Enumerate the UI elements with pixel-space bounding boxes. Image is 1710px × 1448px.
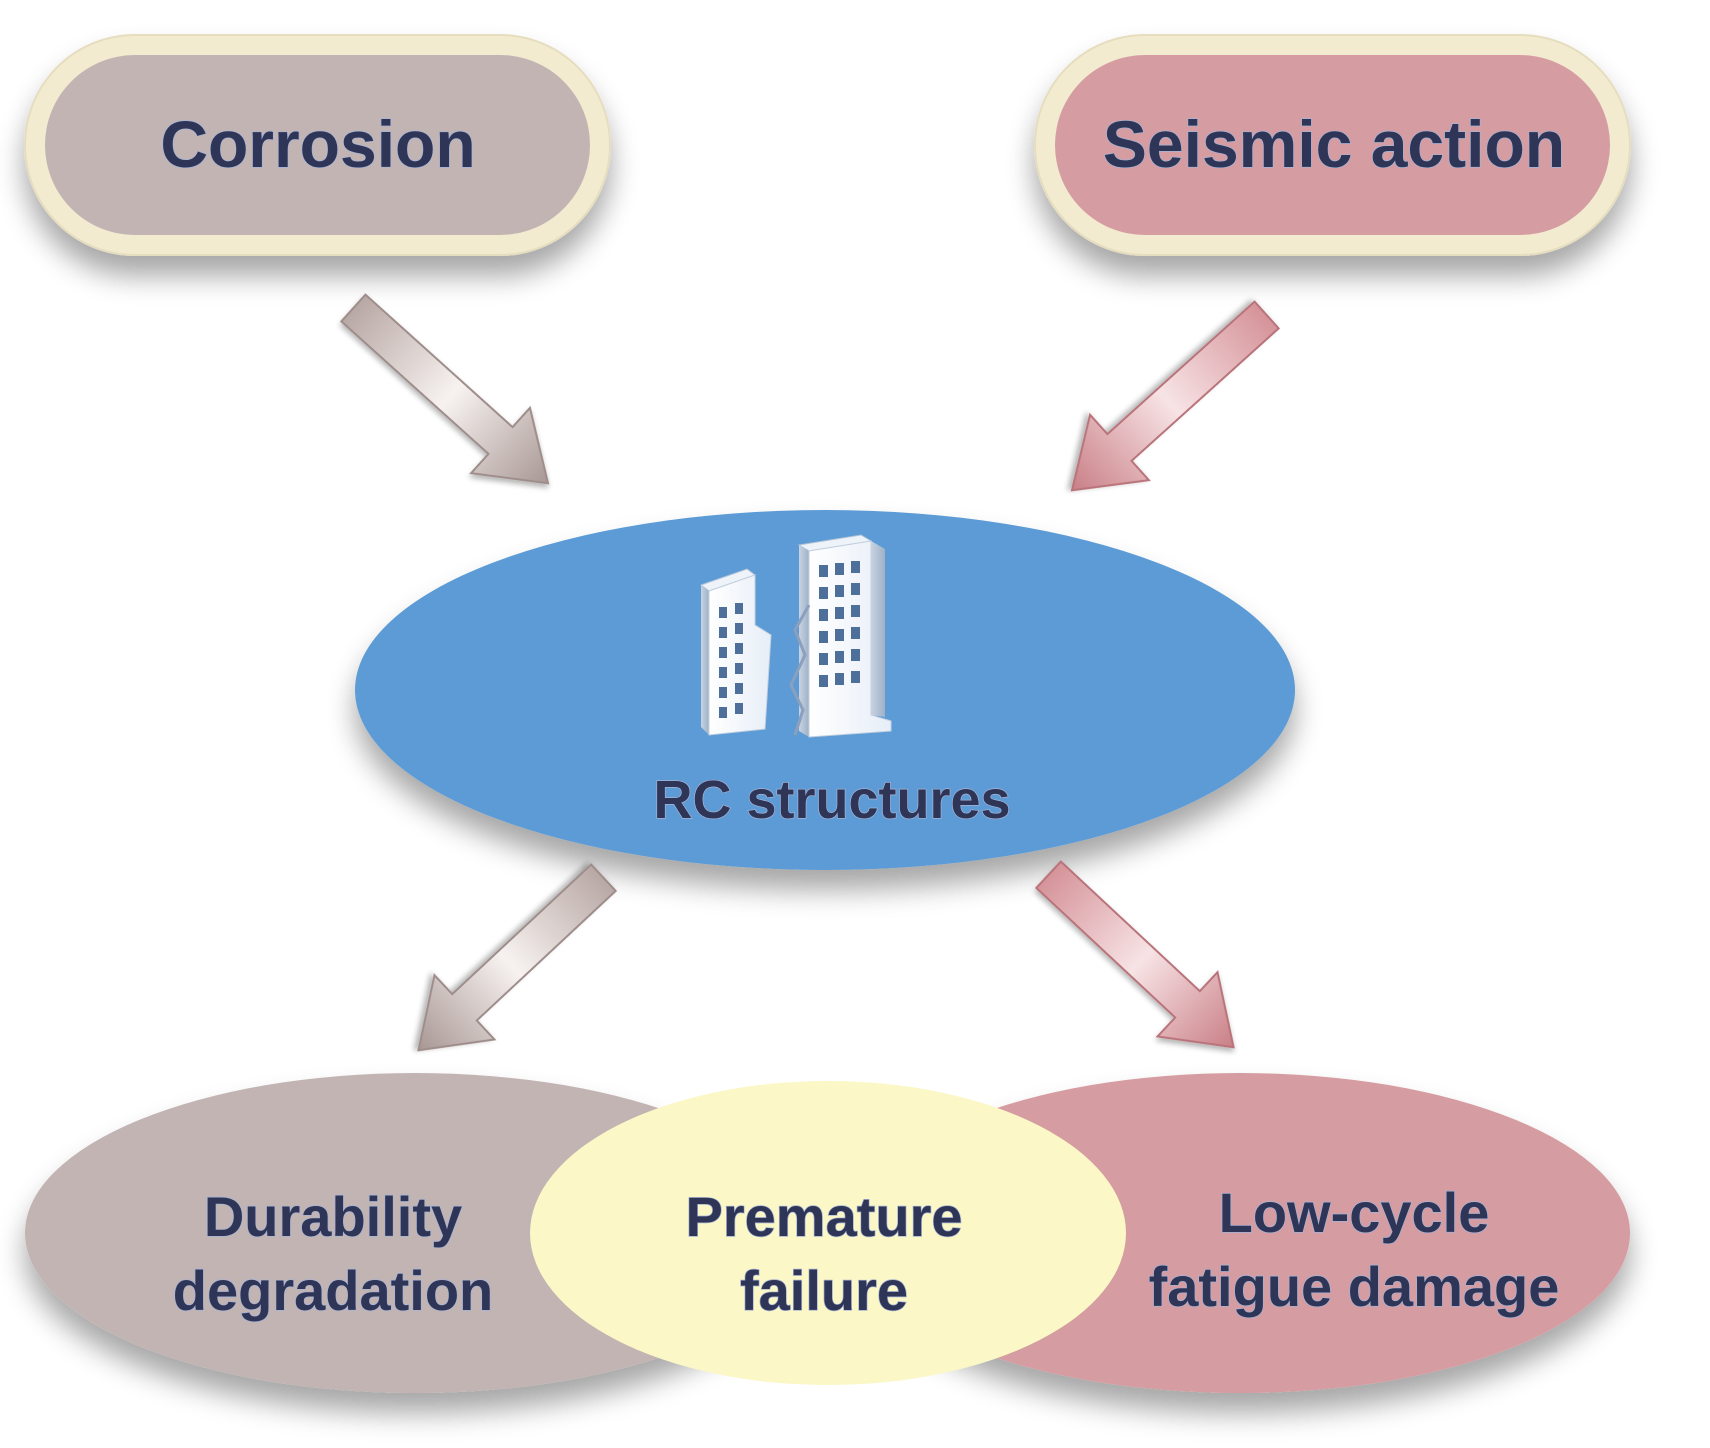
- rc-structures-label: RC structures: [653, 770, 1010, 830]
- low-cycle-label-line2: fatigue damage: [1149, 1255, 1560, 1318]
- premature-label-line2: failure: [740, 1259, 908, 1322]
- arrow-seismic-to-rc: [1070, 300, 1281, 492]
- durability-label-line1: Durability: [204, 1185, 462, 1248]
- low-cycle-label-line1: Low-cycle: [1219, 1181, 1490, 1244]
- durability-label-line2: degradation: [173, 1259, 493, 1322]
- arrow-rc-to-low-cycle: [1034, 860, 1235, 1049]
- arrow-rc-to-durability: [417, 863, 618, 1052]
- premature-failure-node: [530, 1081, 1126, 1385]
- arrow-corrosion-to-rc: [339, 293, 550, 485]
- seismic-action-node: [1034, 34, 1631, 256]
- seismic-action-label: Seismic action: [1103, 107, 1565, 181]
- buildings-icon: [699, 534, 892, 738]
- corrosion-label: Corrosion: [160, 107, 475, 181]
- corrosion-node: [24, 34, 611, 256]
- premature-label-line1: Premature: [685, 1185, 962, 1248]
